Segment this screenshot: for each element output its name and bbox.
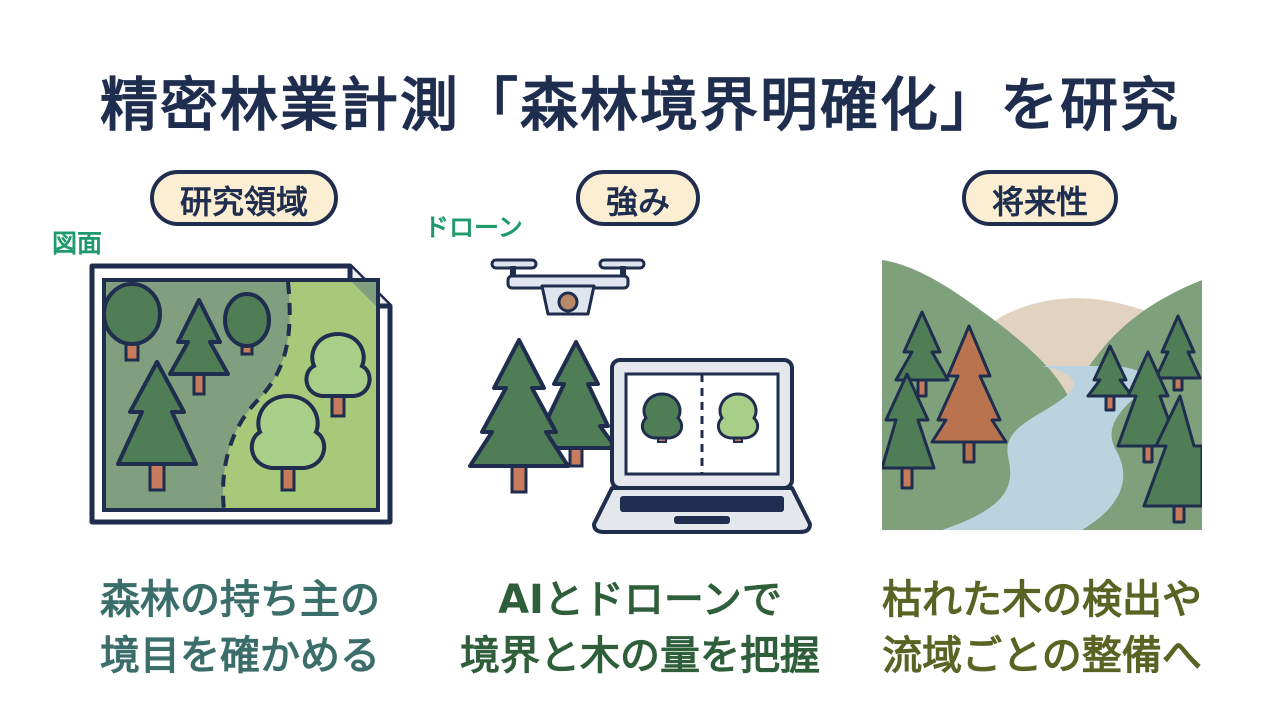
page-title: 精密林業計測「森林境界明確化」を研究 [99,71,1180,139]
caption-line-2: 流域ごとの整備へ [882,633,1202,679]
map-icon [89,263,393,525]
pill-strength: 強み [575,170,701,226]
caption-strength: AIとドローンで 境界と木の量を把握 [430,572,850,684]
caption-line-2: 境界と木の量を把握 [460,633,820,679]
laptop-icon [592,358,812,534]
caption-line-2: 境目を確かめる [100,633,380,679]
caption-line-1: 森林の持ち主の [100,577,380,623]
caption-research-area: 森林の持ち主の 境目を確かめる [30,572,450,684]
caption-line-1: 枯れた木の検出や [882,577,1202,623]
pill-future: 将来性 [961,170,1119,226]
caption-future: 枯れた木の検出や 流域ごとの整備へ [832,572,1252,684]
tag-map: 図面 [52,229,103,258]
drone-icon [490,258,646,316]
forest-trees-icon [468,338,618,494]
landscape-icon [882,260,1202,530]
pill-research-area: 研究領域 [149,170,339,226]
tag-drone: ドローン [424,213,523,242]
caption-line-1: AIとドローンで [498,577,782,623]
